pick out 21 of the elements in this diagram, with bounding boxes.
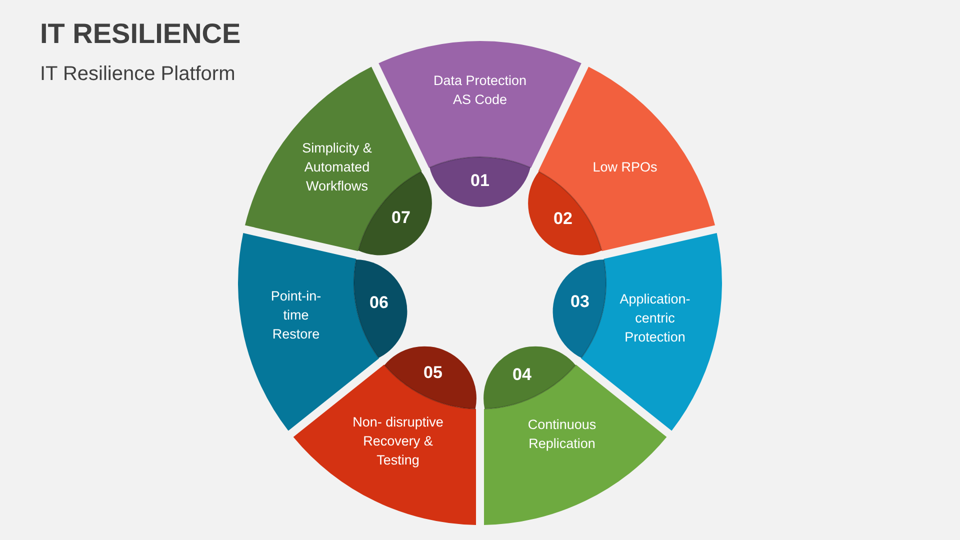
- subtitle: IT Resilience Platform: [40, 62, 236, 86]
- step-number: 05: [424, 363, 442, 383]
- segment-label: Simplicity & Automated Workflows: [301, 140, 373, 196]
- ring-segment: [528, 66, 716, 256]
- step-number: 07: [392, 208, 410, 228]
- step-number: 04: [512, 365, 532, 385]
- segment-label: Data Protection AS Code: [432, 72, 528, 109]
- segment-label: Low RPOs: [592, 158, 658, 176]
- step-number: 01: [470, 171, 490, 191]
- ring-segment: [378, 41, 582, 207]
- step-number: 02: [554, 209, 572, 229]
- ring-segment: [293, 346, 477, 525]
- segment-label: Application-centric Protection: [618, 290, 692, 346]
- segment-label: Non- disruptive Recovery & Testing: [352, 414, 444, 470]
- segment-label: Point-in-time Restore: [270, 288, 322, 344]
- step-number: 03: [570, 292, 590, 312]
- diagram-title: IT RESILIENCE: [40, 17, 241, 50]
- ring-segment: [244, 66, 432, 256]
- segment-label: Continuous Replication: [526, 416, 598, 453]
- ring-segment: [483, 346, 667, 525]
- step-number: 06: [370, 293, 388, 313]
